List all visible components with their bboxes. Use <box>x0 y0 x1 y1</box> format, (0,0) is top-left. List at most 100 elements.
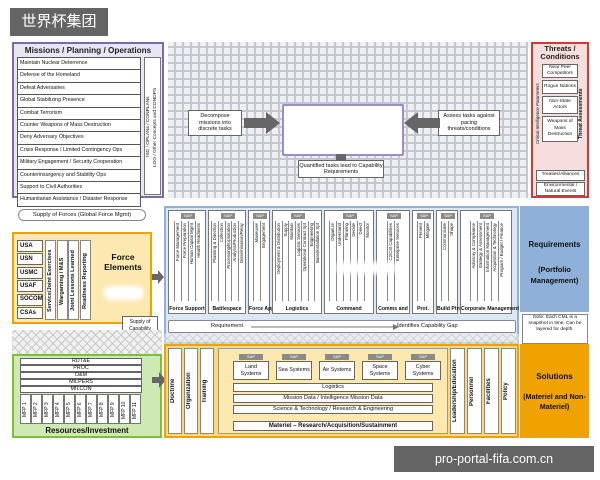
redacted-force-blob <box>104 286 144 300</box>
sap-badge: SAP <box>221 213 235 219</box>
redacted-portfolio-blob <box>336 262 396 274</box>
mission-item: Support to Civil Authorities <box>17 181 141 195</box>
requirement-bar-arrow <box>251 324 399 330</box>
capability-hatch-band <box>164 334 519 344</box>
portfolio-column-label: Battlespace <box>212 306 242 312</box>
solution-bar-label: Doctrine <box>170 378 176 404</box>
threats-left-label: Critical Intelligence Parameters <box>535 83 540 145</box>
portfolio-column-label: Force App. <box>249 306 276 312</box>
capability-strip: Base/Installation Spt <box>314 221 321 301</box>
threats-left-strip: Critical Intelligence Parameters <box>535 64 542 164</box>
capability-label: Base/Installation Spt <box>315 223 321 264</box>
capability-strip: Mitigate <box>424 221 431 301</box>
capability-strip: Operational Contract Spt <box>301 221 308 301</box>
capability-strip: Information Management <box>483 221 491 301</box>
sap-badge: SAP <box>411 354 435 360</box>
system-box: Air Systems <box>319 361 355 380</box>
capability-strip: Force Preparation <box>181 221 188 301</box>
mission-item: Military Engagement / Security Cooperati… <box>17 157 141 170</box>
capability-strip: Direct <box>357 221 364 301</box>
mfp-label: MFP 3 <box>44 402 50 418</box>
mfp-label: MFP 7 <box>88 402 94 418</box>
requirement-bar-left: Requirement <box>211 323 244 329</box>
threats-panel: Threats / Conditions Critical Intelligen… <box>531 42 589 198</box>
solutions-subtitle-text: (Materiel and Non-Materiel) <box>523 392 586 411</box>
decompose-arrow <box>244 112 280 134</box>
solution-bar: Policy <box>501 348 516 434</box>
resource-row: PROC <box>20 365 142 372</box>
capability-strip: Human Capital Mgmt <box>188 221 195 301</box>
resource-row: MILCON <box>20 386 142 393</box>
mfp-label: MFP 6 <box>77 402 83 418</box>
threats-right-label: Threat Assessments <box>578 88 584 140</box>
solution-bar-label: Policy <box>503 382 509 400</box>
mfp-label: MFP 8 <box>99 402 105 418</box>
capability-strip: Engineering <box>307 221 315 301</box>
solution-bar: Doctrine <box>168 348 182 434</box>
sap-badge: SAP <box>480 213 494 219</box>
solution-bar: Facilities <box>484 348 499 434</box>
force-element-item: USN <box>17 253 43 266</box>
capability-strip: Monitor <box>364 221 371 301</box>
capability-strip: Logistic Services <box>294 221 302 301</box>
portfolio-column-label: Prot. <box>417 306 429 312</box>
missions-side-label-1: ISG / OPLANs / CONPLANs <box>146 96 151 158</box>
capability-strip: Planning <box>343 221 350 301</box>
capability-label: Shape <box>449 223 454 236</box>
capability-label: Monitor <box>365 223 370 238</box>
solution-bar: Training <box>200 348 214 434</box>
capability-label: Enterprise Services <box>395 223 400 262</box>
capability-strip: Enterprise Services <box>394 221 401 301</box>
logistics-bar: Logistics <box>233 383 433 392</box>
mfp-label: MFP 2 <box>33 402 39 418</box>
mfp-label: MFP 9 <box>110 402 116 418</box>
force-side-strip: Service/Joint Exercises <box>45 240 56 320</box>
mfp-strip: MFP 6 <box>75 394 86 424</box>
threats-title: Threats / Conditions <box>533 45 587 61</box>
mission-item: Crisis Response / Limited Contingency Op… <box>17 144 141 158</box>
capability-strip: Force Management <box>174 221 181 301</box>
science-bar: Science & Technology / Research & Engine… <box>233 405 433 414</box>
requirements-subtitle: (Portfolio Management) <box>522 264 587 286</box>
mfp-label: MFP 10 <box>121 401 127 419</box>
system-box: Space Systems <box>362 361 398 380</box>
force-elements-title-text: Force Elements <box>104 252 142 272</box>
solution-bar: Personnel <box>467 348 482 434</box>
solution-bar: Organization <box>184 348 198 434</box>
capability-label: Health Readiness <box>196 223 201 258</box>
sap-badge: SAP <box>325 354 349 360</box>
mfp-strip: MFP 9 <box>108 394 119 424</box>
threats-right-strip: Threat Assessments <box>578 64 587 164</box>
capability-strip: Strategy & Assessment <box>476 221 484 301</box>
capability-strip: Collection <box>217 221 225 301</box>
capability-strip: Organize <box>329 221 336 301</box>
force-element-item: USAF <box>17 280 43 293</box>
sap-badge: SAP <box>253 213 267 219</box>
mission-item: Deny Adversary Objectives <box>17 132 141 145</box>
assess-box: Assess tasks against pacing threats/cond… <box>438 110 500 136</box>
sap-badge: SAP <box>368 354 392 360</box>
capability-strip: Supply <box>281 221 289 301</box>
mission-item: Defeat Adversaries <box>17 82 141 96</box>
portfolio-column-label: Corporate Management <box>461 306 519 312</box>
mfp-strip: MFP 8 <box>97 394 108 424</box>
system-box: Cyber Systems <box>405 361 441 380</box>
force-element-item: USMC <box>17 266 43 279</box>
mission-item: Defense of the Homeland <box>17 70 141 83</box>
requirements-subtitle-text: (Portfolio Management) <box>530 265 579 285</box>
capability-strip: Understand <box>336 221 343 301</box>
force-side-label: Wargaming / M&S <box>58 257 65 305</box>
threats-title-text: Threats / Conditions <box>540 44 580 61</box>
threat-treaties: Treaties/Alliances <box>536 170 585 181</box>
sap-badge: SAP <box>441 213 455 219</box>
resource-row: O&M <box>20 372 142 379</box>
mission-item: Maintain Nuclear Deterrence <box>17 57 141 71</box>
capability-label: Mitigate <box>425 223 430 239</box>
resources-title: Resources/Investment <box>45 426 129 435</box>
portfolio-column-label: Command <box>336 306 362 312</box>
missions-side-label-2: LOO / Other Concepts and CONOPS <box>153 87 158 167</box>
